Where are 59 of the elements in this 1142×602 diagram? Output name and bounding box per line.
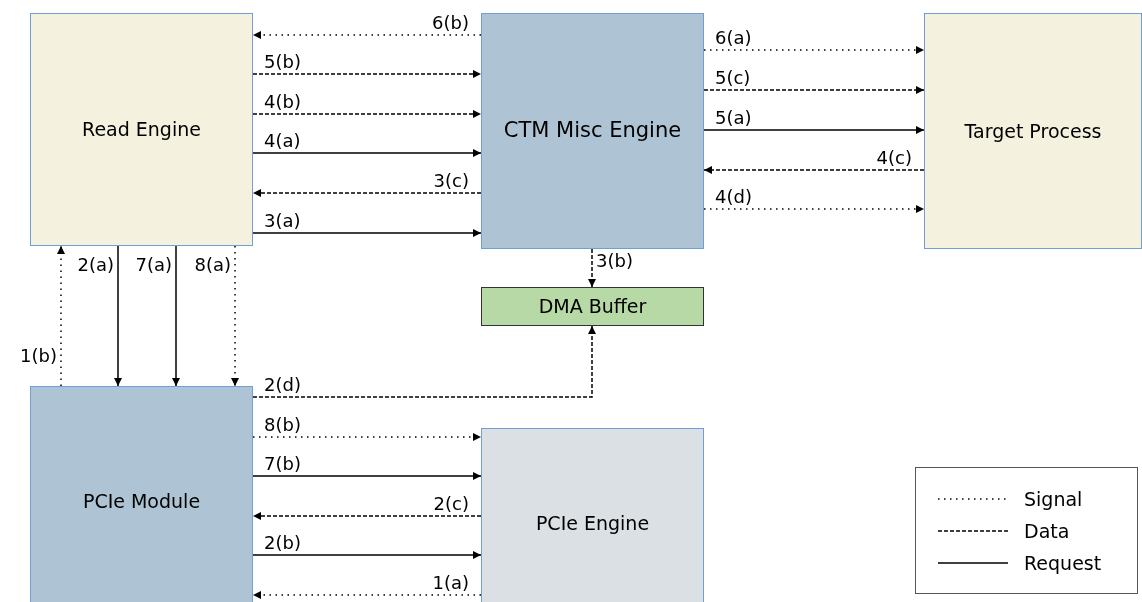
edge-label: 1(a)	[432, 572, 469, 594]
arrow	[703, 86, 925, 94]
arrow	[252, 325, 596, 398]
edge-label: 4(d)	[715, 186, 752, 208]
edge-label: 1(b)	[20, 345, 57, 367]
arrow	[252, 551, 482, 559]
arrow	[252, 433, 482, 441]
arrow	[588, 248, 596, 288]
edge-label: 7(b)	[264, 453, 301, 475]
arrow	[703, 46, 925, 54]
arrow	[703, 205, 925, 213]
edge-label: 5(b)	[264, 51, 301, 73]
buffer-box	[481, 287, 704, 326]
arrow	[172, 245, 180, 387]
arrow	[114, 245, 122, 387]
arrow	[252, 591, 482, 599]
arrow	[252, 31, 482, 39]
component-box	[924, 13, 1142, 249]
edge-label: 3(b)	[596, 250, 633, 272]
edge-label: 3(c)	[433, 170, 469, 192]
arrow	[252, 110, 482, 118]
arrow	[252, 70, 482, 78]
arrow	[703, 166, 925, 174]
node-label: DMA Buffer	[538, 294, 647, 320]
edge-label: 6(a)	[715, 27, 752, 49]
arrow	[252, 512, 482, 520]
edge-label: 5(c)	[715, 67, 751, 89]
edge-label: 2(b)	[264, 532, 301, 554]
node-label: CTM Misc Engine	[503, 117, 682, 145]
arrow	[252, 472, 482, 480]
edge-label: 8(b)	[264, 414, 301, 436]
component-box	[481, 13, 704, 249]
edge-label: 4(a)	[264, 130, 301, 152]
edge-label: 6(b)	[432, 12, 469, 34]
edge-label: 8(a)	[194, 254, 231, 276]
edge-label: 5(a)	[715, 107, 752, 129]
component-box	[30, 386, 253, 602]
edge-label: 2(d)	[264, 374, 301, 396]
edge-label: 3(a)	[264, 210, 301, 232]
legend-label: Request	[1024, 550, 1102, 576]
node-label: Read Engine	[82, 117, 201, 143]
arrow	[252, 229, 482, 237]
legend-label: Signal	[1024, 486, 1083, 512]
edge-label: 7(a)	[135, 254, 172, 276]
node-label: PCIe Module	[82, 488, 201, 514]
component-box	[481, 428, 704, 602]
node-label: PCIe Engine	[535, 510, 650, 536]
edge-label: 4(c)	[876, 147, 912, 169]
arrow	[231, 245, 239, 387]
edge-label: 2(a)	[77, 254, 114, 276]
node-label: Target Process	[964, 118, 1102, 144]
legend-label: Data	[1024, 518, 1070, 544]
component-box	[30, 13, 253, 246]
edge-label: 2(c)	[433, 493, 469, 515]
arrow	[252, 149, 482, 157]
edge-label: 4(b)	[264, 91, 301, 113]
arrow	[703, 126, 925, 134]
arrow	[252, 189, 482, 197]
arrow	[57, 245, 65, 387]
